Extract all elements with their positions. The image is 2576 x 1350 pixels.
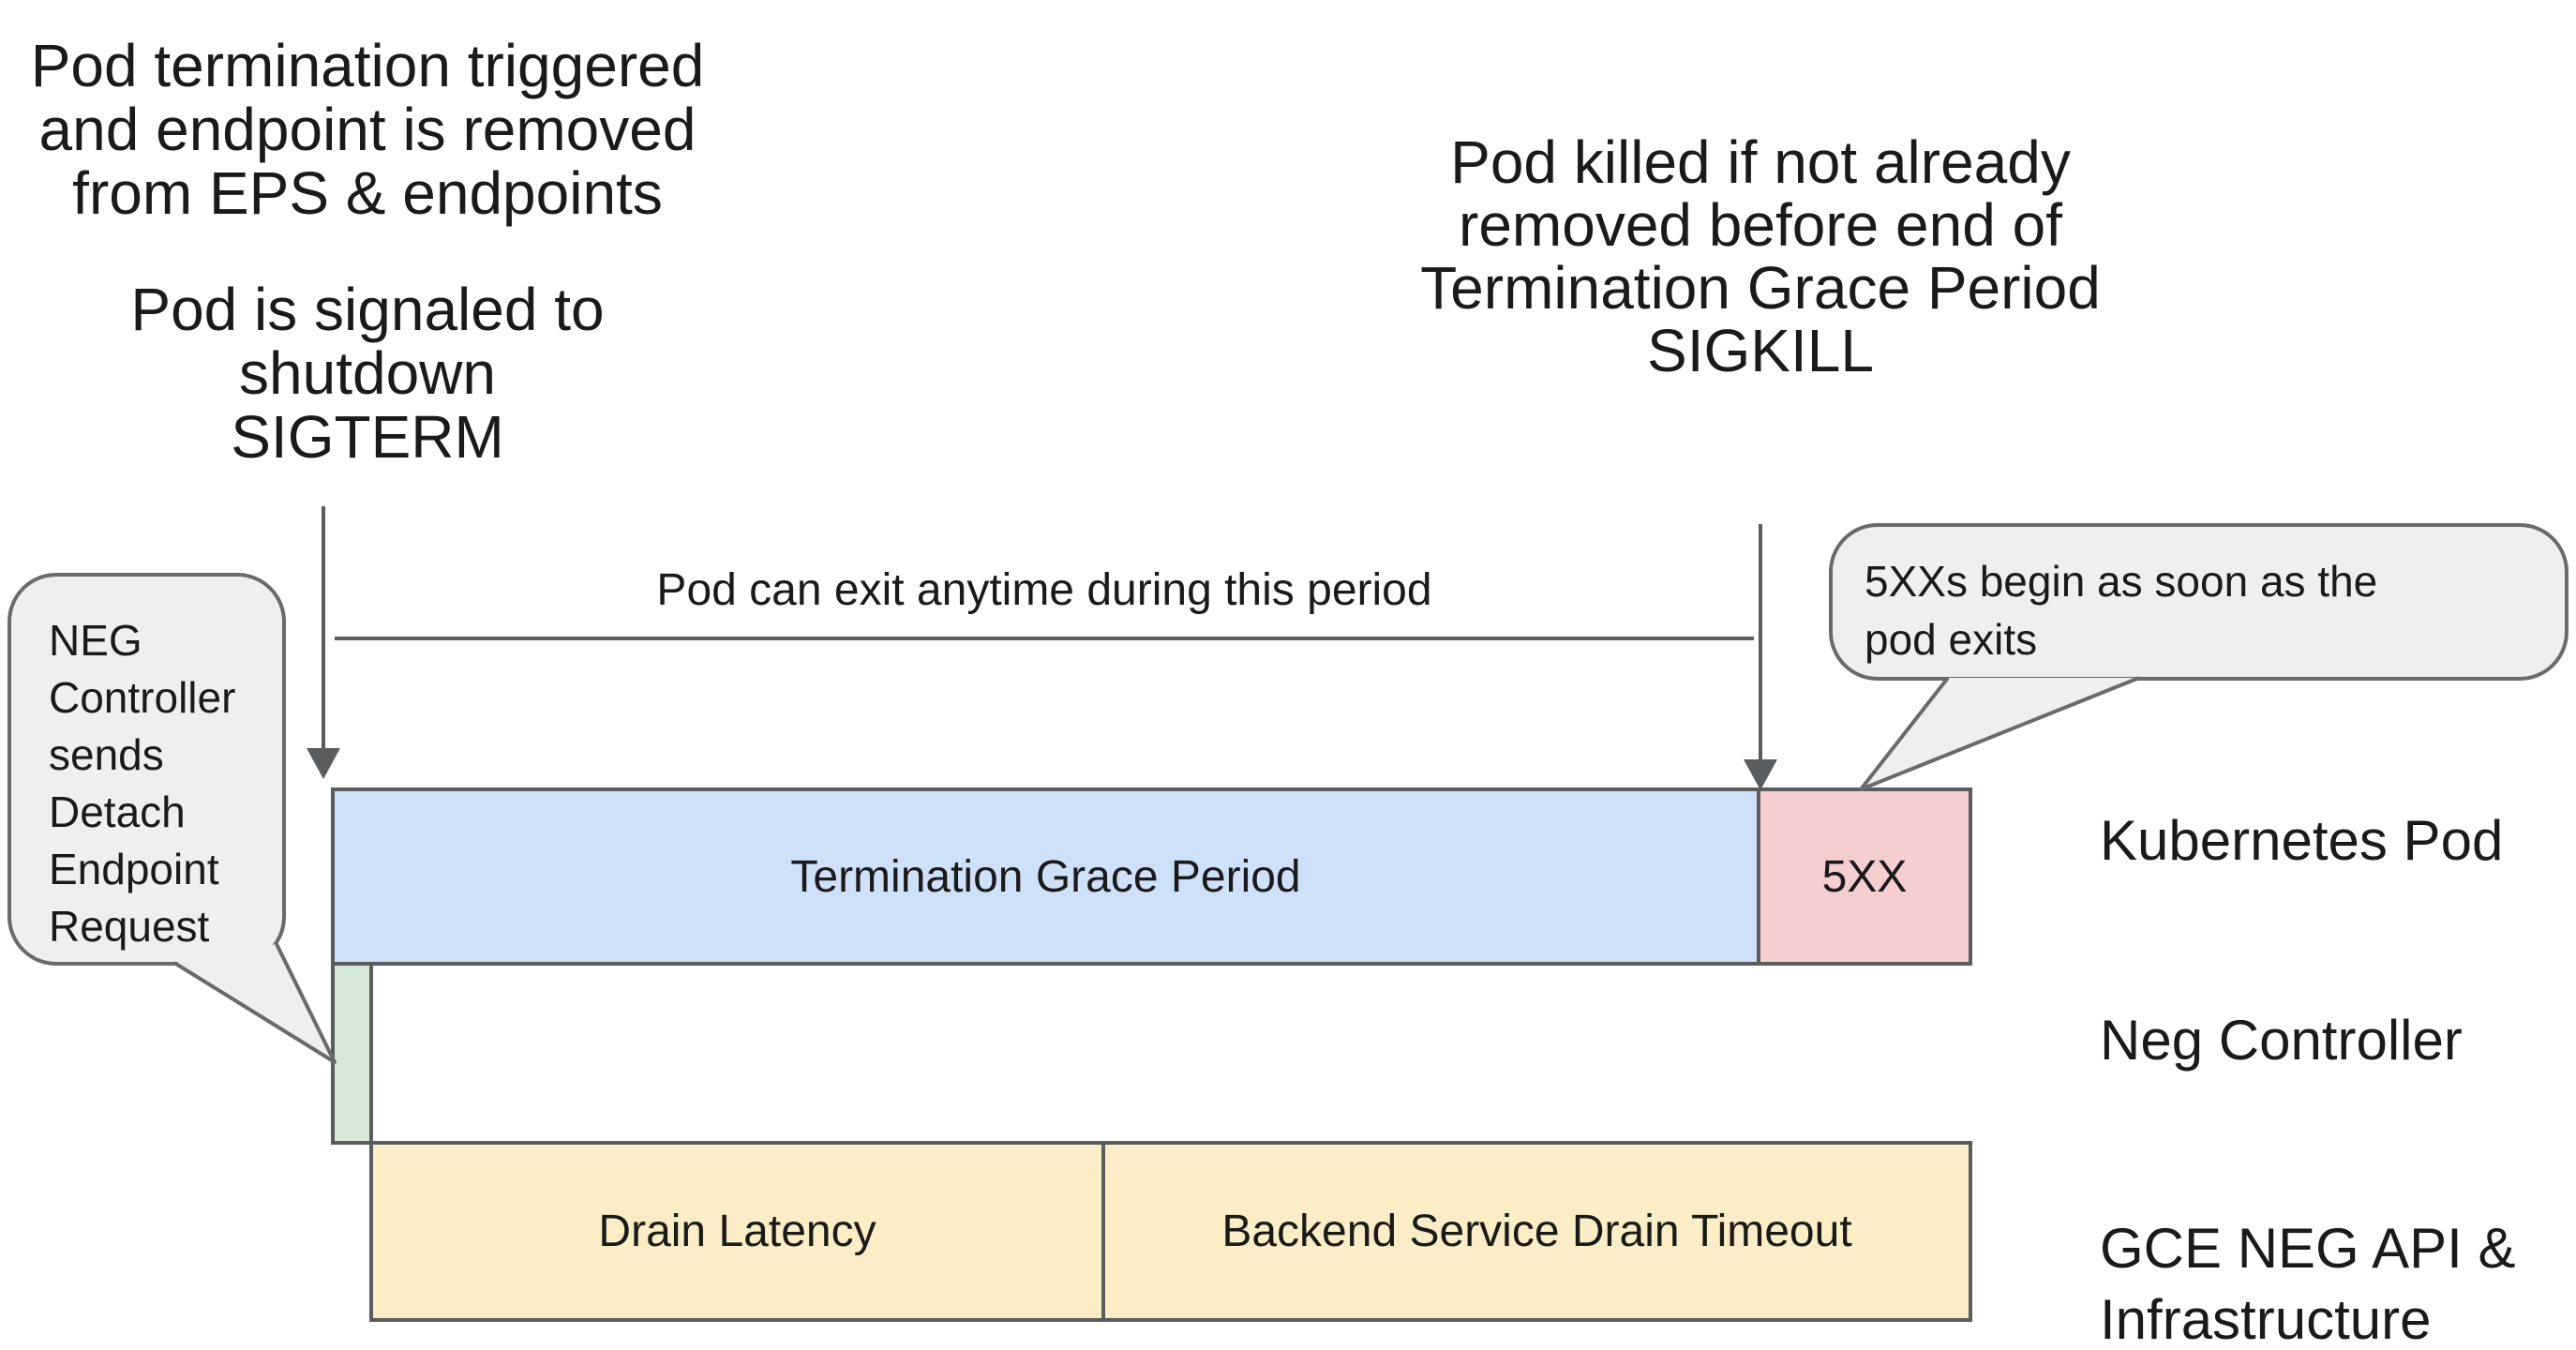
row-label-gce-neg-api: GCE NEG API & Infrastructure xyxy=(2100,1213,2550,1350)
bar-gce-drain: Drain Latency Backend Service Drain Time… xyxy=(369,1141,1972,1322)
note-line: and endpoint is removed xyxy=(38,96,696,163)
note-line: Pod killed if not already xyxy=(1450,128,2071,196)
sigkill-arrowhead-icon xyxy=(1744,759,1777,790)
bar-termination-grace-period-label: Termination Grace Period xyxy=(790,851,1301,902)
note-pod-termination-paragraph: Pod termination triggered and endpoint i… xyxy=(30,34,705,225)
callout-line: sends xyxy=(49,730,164,779)
period-span-label: Pod can exit anytime during this period xyxy=(656,565,1432,615)
bar-drain-latency-label: Drain Latency xyxy=(598,1207,876,1256)
callout-line: NEG xyxy=(49,616,142,665)
callout-5xx-begin: 5XXs begin as soon as the pod exits xyxy=(1829,523,2569,681)
row-label-gce-line: GCE NEG API & xyxy=(2100,1217,2516,1280)
callout-line: Endpoint xyxy=(49,845,219,893)
row-label-kubernetes-pod: Kubernetes Pod xyxy=(2100,809,2504,872)
row-label-gce-line: Infrastructure xyxy=(2100,1288,2432,1350)
note-pod-killed: Pod killed if not already removed before… xyxy=(1339,131,2182,382)
note-line: Pod is signaled to shutdown xyxy=(130,276,605,407)
row-label-neg-controller: Neg Controller xyxy=(2100,1009,2463,1072)
note-line: SIGTERM xyxy=(231,403,504,471)
bar-termination-grace-period: Termination Grace Period xyxy=(331,788,1760,966)
note-line: SIGKILL xyxy=(1647,317,1874,384)
bar-drain-latency: Drain Latency xyxy=(373,1145,1105,1318)
callout-line: Controller xyxy=(49,673,236,722)
callout-line: pod exits xyxy=(1865,615,2038,664)
note-line: Termination Grace Period xyxy=(1420,254,2101,322)
note-line: from EPS & endpoints xyxy=(72,159,663,227)
callout-5xx-tail xyxy=(1859,676,2140,791)
bar-backend-service-drain-timeout: Backend Service Drain Timeout xyxy=(1105,1145,1969,1318)
callout-line: 5XXs begin as soon as the xyxy=(1865,557,2378,606)
callout-neg-controller: NEG Controller sends Detach Endpoint Req… xyxy=(7,573,286,966)
note-pod-termination: Pod termination triggered and endpoint i… xyxy=(30,34,705,469)
bar-detach-endpoint xyxy=(331,962,373,1145)
bar-5xx: 5XX xyxy=(1757,788,1972,966)
bar-5xx-label: 5XX xyxy=(1821,851,1908,902)
note-sigterm-paragraph: Pod is signaled to shutdown SIGTERM xyxy=(30,278,705,469)
note-line: removed before end of xyxy=(1459,191,2062,259)
sigterm-arrowhead-icon xyxy=(307,748,340,779)
note-line: Pod termination triggered xyxy=(30,32,705,99)
callout-line: Request xyxy=(49,902,210,951)
bar-backend-service-drain-timeout-label: Backend Service Drain Timeout xyxy=(1221,1207,1852,1256)
callout-line: Detach xyxy=(49,788,186,836)
